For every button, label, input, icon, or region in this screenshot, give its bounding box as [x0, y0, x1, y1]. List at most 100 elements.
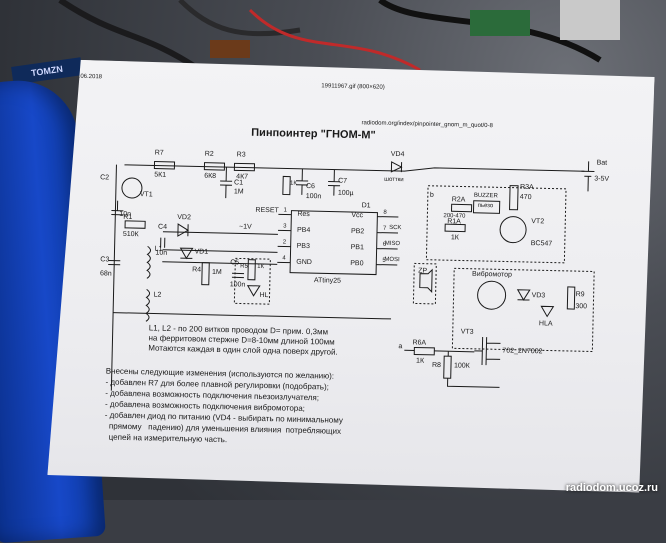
- label-vt3: VT3: [460, 328, 474, 336]
- label-c1-value: 1М: [233, 188, 244, 196]
- pin-pb3: PB3: [296, 242, 310, 251]
- label-c7-value: 100µ: [337, 189, 354, 198]
- background-cables: [58, 0, 620, 73]
- label-a: a: [398, 343, 403, 351]
- pin-num-3: 3: [283, 223, 287, 230]
- pin-gnd: GND: [296, 258, 312, 267]
- label-hl: HL: [259, 291, 269, 300]
- transistor-vt2: [500, 216, 527, 243]
- label-c4: C4: [157, 223, 168, 231]
- diode-vd1: [180, 248, 192, 258]
- speaker-zp: [420, 270, 432, 292]
- label-buzzer: BUZZER: [473, 192, 498, 200]
- pin-pb4: PB4: [296, 226, 311, 235]
- label-r1a-value: 1К: [450, 234, 459, 242]
- label-vd4: VD4: [390, 150, 405, 159]
- schematic-paper: 11.06.2018 19911967.gif (800×620) radiod…: [47, 59, 654, 492]
- label-miso: MISO: [384, 240, 401, 248]
- pin-num-4: 4: [282, 255, 286, 262]
- label-vt1: VT1: [139, 191, 153, 199]
- label-r2: R2: [204, 150, 214, 158]
- label-r3: R3: [236, 151, 246, 159]
- diode-vd3: [518, 290, 530, 300]
- coil-l1: [147, 246, 151, 278]
- label-c7: C7: [338, 177, 348, 185]
- label-c5: C5: [230, 259, 240, 267]
- chip-name: ATtiny25: [313, 277, 342, 285]
- coil-notes: L1, L2 - по 200 витков проводом D= прим.…: [148, 323, 338, 357]
- battery-bat: [581, 171, 594, 176]
- label-r-1k: 1К: [290, 180, 297, 187]
- vibromotor: [477, 281, 506, 310]
- resistor-r3: [234, 163, 254, 170]
- label-r5-value: 1К: [257, 263, 265, 271]
- label-c5-value: 100n: [229, 281, 246, 289]
- label-r4-value: 1М: [211, 268, 222, 277]
- resistor-r1: [125, 221, 145, 228]
- coil-l2: [146, 289, 150, 321]
- label-c3: C3: [100, 256, 110, 264]
- pin-num-2: 2: [282, 239, 287, 246]
- pin-pb0: PB0: [350, 259, 364, 268]
- label-r7-value: 5К1: [154, 171, 167, 179]
- pin-pb1: PB1: [350, 243, 364, 252]
- label-c2: C2: [100, 174, 110, 182]
- led-hla: [541, 306, 553, 316]
- label-r2-value: 6К8: [204, 172, 217, 180]
- pin-num-7: 7: [383, 225, 387, 232]
- label-hla: HLA: [538, 320, 553, 328]
- pin-num-8: 8: [383, 209, 387, 216]
- label-r8: R8: [431, 361, 442, 370]
- label-c1: C1: [234, 179, 244, 187]
- watermark: radiodom.ucoz.ru: [565, 482, 658, 494]
- label-schottky: шоттки: [384, 176, 404, 184]
- mosfet-vt3: [474, 337, 501, 366]
- label-vibromotor: Вибромотор: [471, 270, 512, 279]
- label-r5: R5: [240, 263, 248, 270]
- label-d1: D1: [361, 202, 371, 210]
- label-bat-voltage: 3-5V: [594, 175, 610, 183]
- label-r7: R7: [154, 149, 164, 157]
- attiny25-chip: [290, 211, 377, 275]
- label-r1: R1: [123, 213, 133, 222]
- transistor-vt1: [122, 178, 142, 198]
- diode-vd2: [178, 224, 188, 236]
- label-r9: R9: [575, 291, 585, 299]
- label-vd3: VD3: [531, 292, 546, 300]
- label-vd2: VD2: [177, 214, 191, 222]
- label-bc547: BC547: [530, 240, 553, 248]
- label-r4: R4: [192, 266, 202, 274]
- label-l1: L1: [154, 245, 163, 253]
- label-r1-value: 510К: [122, 230, 139, 239]
- label-mosi: MOSI: [384, 256, 400, 264]
- label-c3-value: 68n: [99, 270, 112, 278]
- label-buzzer-piezo: пьезо: [477, 202, 494, 210]
- label-b: b: [429, 191, 434, 199]
- label-vt2: VT2: [531, 218, 545, 226]
- label-zp: ZP: [418, 267, 428, 275]
- label-c6-value: 100n: [305, 192, 322, 201]
- label-vd1: VD1: [194, 248, 209, 256]
- pin-pb2: PB2: [350, 227, 365, 236]
- diode-vd4: [391, 162, 401, 172]
- label-r1a: R1A: [447, 218, 461, 226]
- label-reset: RESET: [255, 206, 279, 215]
- label-sck: SCK: [389, 224, 402, 232]
- label-r9-value: 300: [575, 303, 588, 311]
- label-r3a-value: 470: [519, 193, 532, 202]
- label-r6a: R6A: [412, 339, 427, 347]
- label-voltage: ~1V: [239, 223, 252, 231]
- label-bat: Bat: [596, 159, 608, 167]
- label-c6: C6: [305, 182, 316, 191]
- label-r3a: R3A: [519, 183, 534, 192]
- label-r2a: R2A: [451, 196, 466, 204]
- pin-vcc: Vcc: [351, 211, 364, 220]
- label-2n7002: 702_2N7002: [502, 347, 543, 356]
- pin-num-1: 1: [283, 207, 287, 214]
- resistor-r7: [154, 162, 174, 169]
- resistor-r2: [204, 163, 224, 170]
- label-l2: L2: [153, 291, 162, 299]
- resistor-r4: [202, 263, 209, 285]
- circuit-schematic: [47, 59, 654, 492]
- pin-res: Res: [297, 210, 310, 219]
